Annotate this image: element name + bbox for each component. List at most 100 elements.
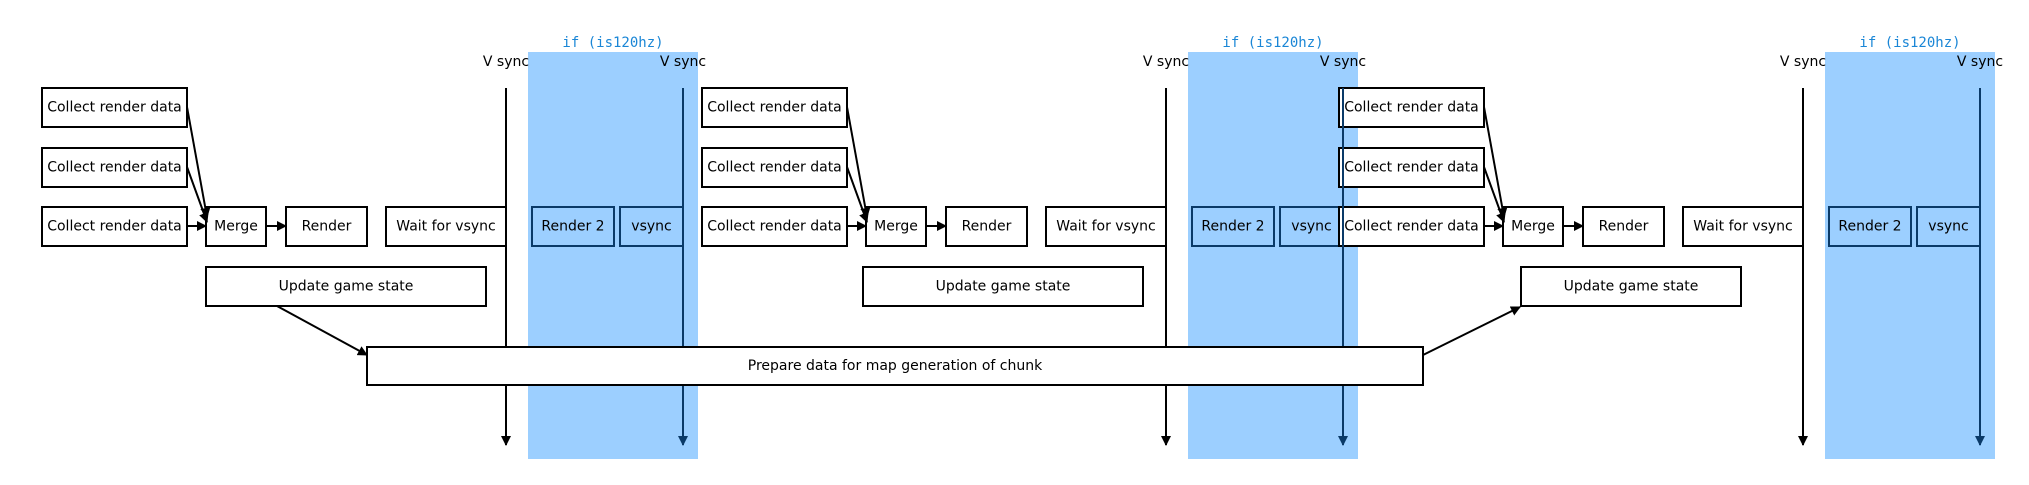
frame-2-render2-box-label: Render 2: [1201, 219, 1264, 235]
frame-1-merge-box: Merge: [205, 206, 267, 247]
frame-1-render-box-label: Render: [302, 219, 352, 235]
frame-2-vsync-line-2-label: V sync: [1320, 54, 1366, 70]
arrow-update-prepare: [276, 305, 368, 356]
frame-3-merge-box-label: Merge: [1511, 219, 1555, 235]
frame-2-collect-box-2-label: Collect render data: [707, 160, 842, 176]
frame-3-render-box: Render: [1582, 206, 1665, 247]
frame-3-collect-box-1-label: Collect render data: [1344, 100, 1479, 116]
frame-1-render-box-rect: [285, 206, 368, 247]
frame-1-collect-box-2-rect: [41, 147, 188, 188]
arrow-prepare-update: [1422, 306, 1521, 356]
frame-1-condition-label: if (is120hz): [562, 35, 663, 51]
frame-2-render-box: Render: [945, 206, 1028, 247]
frame-2-wait-box-label: Wait for vsync: [1056, 219, 1156, 235]
frame-2-vsync-box: vsync: [1279, 206, 1344, 247]
frame-1-render2-box-label: Render 2: [541, 219, 604, 235]
frame-3-update-box-label: Update game state: [1564, 279, 1699, 295]
frame-3-update-box-rect: [1520, 266, 1742, 307]
frame-2-wait-box-rect: [1045, 206, 1167, 247]
frame-2-collect-box-2: Collect render data: [701, 147, 848, 188]
frame-3-wait-box-label: Wait for vsync: [1693, 219, 1793, 235]
frame-1-collect-box-3-label: Collect render data: [47, 219, 182, 235]
frame-2-render2-box: Render 2: [1191, 206, 1275, 247]
frame-1-wait-box-label: Wait for vsync: [396, 219, 496, 235]
frame-3-arrow-collect2-merge: [1483, 166, 1506, 223]
frame-1-render2-box-rect: [531, 206, 615, 247]
frame-1-is120hz-region: [528, 52, 698, 459]
frame-3-collect-box-1: Collect render data: [1338, 87, 1485, 128]
frame-1-collect-box-1: Collect render data: [41, 87, 188, 128]
frame-3-collect-box-3-label: Collect render data: [1344, 219, 1479, 235]
frame-3-collect-box-2-label: Collect render data: [1344, 160, 1479, 176]
frame-2-is120hz-region: [1188, 52, 1358, 459]
frame-2-collect-box-1-rect: [701, 87, 848, 128]
frame-1-vsync-box: vsync: [619, 206, 684, 247]
frame-1-collect-box-3-rect: [41, 206, 188, 247]
frame-3-merge-box-rect: [1502, 206, 1564, 247]
frame-2-render2-box-rect: [1191, 206, 1275, 247]
frame-1-update-box: Update game state: [205, 266, 487, 307]
frame-2-vsync-box-label: vsync: [1291, 219, 1331, 235]
frame-1-arrow-collect2-merge: [186, 166, 209, 223]
frame-2-collect-box-1: Collect render data: [701, 87, 848, 128]
frame-2-collect-box-3: Collect render data: [701, 206, 848, 247]
frame-1-render2-box: Render 2: [531, 206, 615, 247]
frame-2-collect-box-1-label: Collect render data: [707, 100, 842, 116]
frame-2-vsync-line-1-label: V sync: [1143, 54, 1189, 70]
frame-3-wait-box: Wait for vsync: [1682, 206, 1804, 247]
frame-2-merge-box-label: Merge: [874, 219, 918, 235]
frame-3-merge-box: Merge: [1502, 206, 1564, 247]
frame-3-update-box: Update game state: [1520, 266, 1742, 307]
frame-2-vsync-box-rect: [1279, 206, 1344, 247]
frame-3-collect-box-3: Collect render data: [1338, 206, 1485, 247]
frame-3-collect-box-1-rect: [1338, 87, 1485, 128]
frame-1-collect-box-1-rect: [41, 87, 188, 128]
frame-2-condition-label: if (is120hz): [1222, 35, 1323, 51]
frame-2-collect-box-2-rect: [701, 147, 848, 188]
frame-1-vsync-box-rect: [619, 206, 684, 247]
frame-3-arrow-collect1-merge: [1483, 106, 1508, 218]
frame-1-merge-box-label: Merge: [214, 219, 258, 235]
frame-2-arrow-collect2-merge: [846, 166, 869, 223]
prepare-box: Prepare data for map generation of chunk: [366, 346, 1424, 386]
frame-2-arrow-collect1-merge: [846, 106, 871, 218]
frame-3-vsync-line-1-label: V sync: [1780, 54, 1826, 70]
frame-3-render-box-rect: [1582, 206, 1665, 247]
frame-1-update-box-rect: [205, 266, 487, 307]
frame-1-vsync-line-2-label: V sync: [660, 54, 706, 70]
frame-1-collect-box-3: Collect render data: [41, 206, 188, 247]
frame-1-collect-box-1-label: Collect render data: [47, 100, 182, 116]
prepare-box-rect: [366, 346, 1424, 386]
prepare-box-label: Prepare data for map generation of chunk: [748, 358, 1043, 374]
frame-1-update-box-label: Update game state: [279, 279, 414, 295]
frame-3-render2-box: Render 2: [1828, 206, 1912, 247]
frame-2-collect-box-3-rect: [701, 206, 848, 247]
frame-2-wait-box: Wait for vsync: [1045, 206, 1167, 247]
frame-3-condition-label: if (is120hz): [1859, 35, 1960, 51]
frame-3-vsync-box-label: vsync: [1928, 219, 1968, 235]
frame-3-render2-box-rect: [1828, 206, 1912, 247]
frame-1-render-box: Render: [285, 206, 368, 247]
frame-2-update-box-rect: [862, 266, 1144, 307]
frame-1-arrow-collect1-merge: [186, 106, 211, 218]
frame-3-render2-box-label: Render 2: [1838, 219, 1901, 235]
frame-1-collect-box-2-label: Collect render data: [47, 160, 182, 176]
frame-1-wait-box: Wait for vsync: [385, 206, 507, 247]
frame-3-vsync-box: vsync: [1916, 206, 1981, 247]
frame-2-update-box: Update game state: [862, 266, 1144, 307]
frame-3-collect-box-2: Collect render data: [1338, 147, 1485, 188]
frame-2-render-box-label: Render: [962, 219, 1012, 235]
frame-2-update-box-label: Update game state: [936, 279, 1071, 295]
frame-2-merge-box: Merge: [865, 206, 927, 247]
frame-3-vsync-line-2-label: V sync: [1957, 54, 2003, 70]
frame-3-render-box-label: Render: [1599, 219, 1649, 235]
frame-1-vsync-box-label: vsync: [631, 219, 671, 235]
frame-2-collect-box-3-label: Collect render data: [707, 219, 842, 235]
frame-1-vsync-line-1-label: V sync: [483, 54, 529, 70]
frame-3-is120hz-region: [1825, 52, 1995, 459]
frame-1-collect-box-2: Collect render data: [41, 147, 188, 188]
